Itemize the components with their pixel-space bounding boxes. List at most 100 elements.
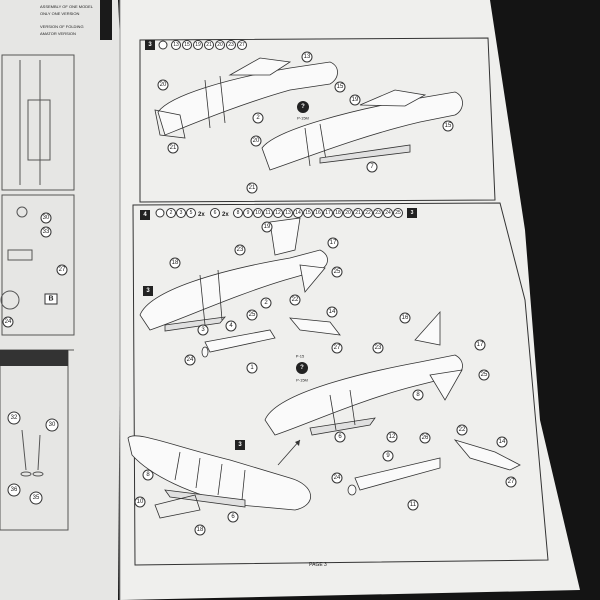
svg-text:3: 3 [146,288,150,294]
sprue-frame [0,54,75,351]
step4-missile-lower [264,310,521,496]
svg-text:3: 3 [180,210,183,216]
svg-text:3: 3 [238,442,242,448]
svg-text:27: 27 [508,479,515,485]
step4-sequence: 2 3 5 2x 6 2x [155,208,229,218]
svg-text:25: 25 [334,269,341,275]
svg-text:17: 17 [325,210,331,216]
svg-text:25: 25 [395,210,401,216]
svg-text:20: 20 [345,210,351,216]
svg-text:21: 21 [206,42,212,48]
svg-text:9: 9 [247,210,250,216]
svg-text:15: 15 [337,84,344,90]
svg-text:35: 35 [33,495,40,501]
svg-text:8: 8 [146,472,150,478]
step3-number-box [145,40,155,50]
svg-text:ONLY ONE VERSION: ONLY ONE VERSION [40,11,80,16]
svg-text:22: 22 [459,427,466,433]
svg-text:1: 1 [250,365,254,371]
svg-text:2x: 2x [198,212,205,218]
svg-text:11: 11 [265,210,270,216]
step3-labels: 20 13 15 2 21 20 15 21 7 19 [157,51,454,194]
svg-text:6: 6 [231,514,235,520]
step4-bottom-labels: 8 10 6 18 [134,469,239,536]
svg-text:6: 6 [338,434,342,440]
svg-text:AMATOR VERSION: AMATOR VERSION [40,31,76,36]
svg-text:2x: 2x [222,212,229,218]
svg-text:13: 13 [173,42,179,48]
svg-text:8: 8 [237,210,240,216]
svg-text:13: 13 [304,54,311,60]
svg-text:P-15: P-15 [296,354,305,359]
step4-lower-labels: 16 23 17 8 25 6 12 26 9 22 14 24 11 27 [331,312,517,511]
svg-text:16: 16 [315,210,321,216]
step4-version-marker: P-15 ? P-15M [296,354,308,383]
step4-upper-labels: 18 19 23 17 25 22 14 3 25 2 4 24 1 27 [169,221,343,374]
svg-text:30: 30 [43,215,50,221]
box-mid [235,440,245,450]
svg-text:12: 12 [275,210,281,216]
svg-text:14: 14 [329,309,336,315]
svg-text:19: 19 [352,97,359,103]
svg-text:10: 10 [255,210,261,216]
left-page [0,0,122,600]
assembly-arrowhead [295,440,300,446]
step4-panel [132,202,549,566]
step3-missile-lower [261,89,463,171]
svg-text:18: 18 [197,527,204,533]
svg-text:25: 25 [481,372,488,378]
svg-text:15: 15 [305,210,311,216]
box-left [143,286,153,296]
svg-text:18: 18 [172,260,179,266]
svg-text:18: 18 [335,210,341,216]
step3-sequence: 13 15 19 21 20 23 27 [158,40,247,50]
step3-panel [139,37,496,203]
svg-text:24: 24 [334,475,341,481]
svg-text:24: 24 [5,319,12,325]
svg-text:6: 6 [214,210,217,216]
svg-text:P-15M: P-15M [297,116,309,121]
page-footer: PAGE 3 [309,562,327,568]
svg-text:23: 23 [237,247,244,253]
svg-text:21: 21 [170,145,177,151]
svg-text:2: 2 [264,300,268,306]
step3-missile-upper [154,57,338,139]
svg-text:16: 16 [402,315,409,321]
svg-text:14: 14 [295,210,301,216]
svg-text:33: 33 [43,229,50,235]
svg-text:26: 26 [422,435,429,441]
svg-text:19: 19 [264,224,271,230]
step4-sequence-c: 8 9 10 11 12 13 14 15 16 17 18 20 21 22 … [233,208,417,218]
svg-text:P-15M: P-15M [296,378,308,383]
svg-text:21: 21 [355,210,361,216]
svg-text:27: 27 [239,42,245,48]
svg-text:11: 11 [410,502,417,508]
svg-text:32: 32 [11,415,18,421]
step4-number: 4 [143,212,147,218]
svg-text:4: 4 [229,323,233,329]
svg-text:27: 27 [334,345,341,351]
left-header-text: ASSEMBLY OF ONE MODEL ONLY ONE VERSION V… [40,4,94,36]
svg-text:20: 20 [217,42,223,48]
svg-text:27: 27 [59,267,66,273]
svg-text:36: 36 [11,487,18,493]
svg-text:24: 24 [385,210,391,216]
step4-missile-bottom [127,435,312,519]
svg-text:25: 25 [249,312,256,318]
step3-version-marker: ? P-15M [297,101,309,121]
svg-text:21: 21 [249,185,256,191]
svg-text:VERSION OF FOLDING: VERSION OF FOLDING [40,24,84,29]
svg-text:7: 7 [370,164,374,170]
svg-text:2: 2 [256,115,260,121]
step4-missile-upper [139,217,341,358]
svg-text:23: 23 [228,42,234,48]
svg-text:15: 15 [445,123,452,129]
svg-text:13: 13 [285,210,291,216]
svg-text:17: 17 [477,342,484,348]
svg-text:14: 14 [499,439,506,445]
step4-number-box [140,210,150,220]
svg-text:20: 20 [160,82,167,88]
svg-text:22: 22 [365,210,371,216]
svg-text:17: 17 [330,240,337,246]
